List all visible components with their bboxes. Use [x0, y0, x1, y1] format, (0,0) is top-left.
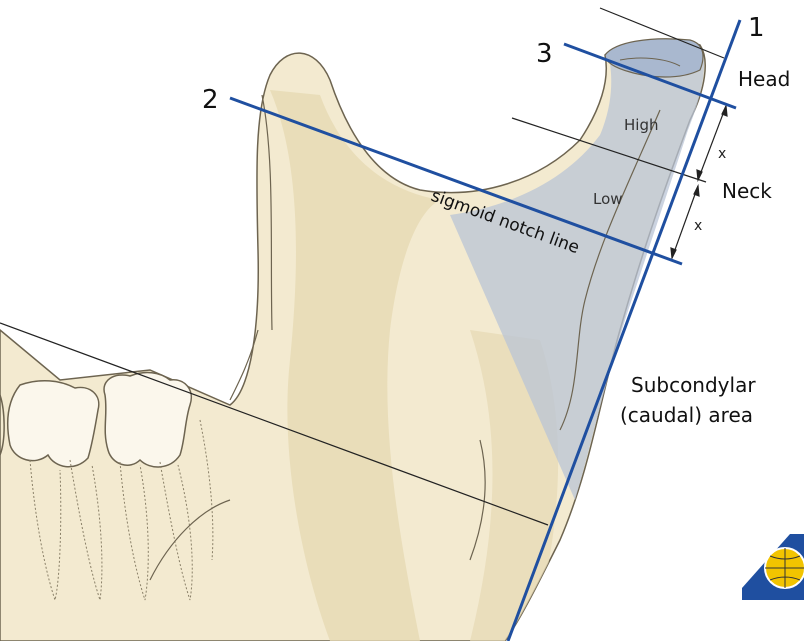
label-high: High — [624, 116, 658, 134]
label-line-2: 2 — [202, 85, 219, 115]
label-caudal-area: (caudal) area — [620, 403, 753, 427]
globe-icon — [742, 534, 804, 600]
label-x-upper: x — [718, 146, 726, 162]
label-line-1: 1 — [748, 13, 765, 43]
label-x-lower: x — [694, 218, 702, 234]
label-neck: Neck — [722, 179, 772, 203]
label-line-3: 3 — [536, 39, 553, 69]
label-low: Low — [593, 190, 623, 208]
label-head: Head — [738, 67, 790, 91]
label-subcondylar: Subcondylar — [631, 373, 756, 397]
